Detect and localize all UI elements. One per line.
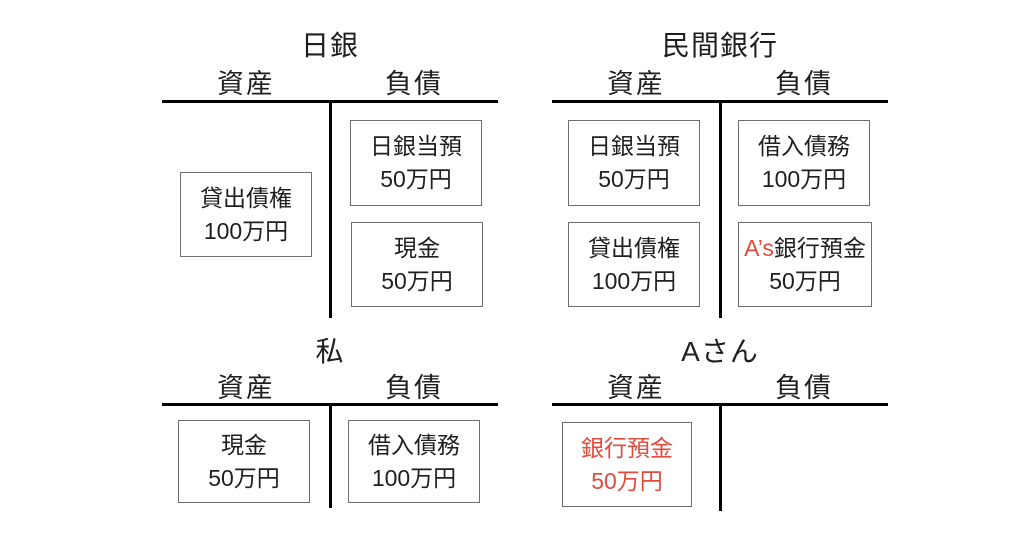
t-account-vertical-line [329,100,332,318]
entry-amount: 50万円 [380,166,452,192]
account-title: Aさん [681,336,759,367]
assets-header: 資産 [607,373,665,403]
entry-box-cash: 現金 50万円 [178,420,310,503]
liabilities-header: 負債 [775,373,833,403]
assets-header: 資産 [607,69,665,99]
entry-amount: 50万円 [208,464,280,491]
entry-amount: 50万円 [598,166,670,192]
entry-box-borrowing-debt: 借入債務 100万円 [348,420,480,503]
entry-name: 日銀当預 [370,133,462,159]
entry-name: 現金 [221,431,267,458]
entry-box-loan-receivable: 貸出債権 100万円 [568,222,700,307]
entry-amount: 50万円 [591,467,663,494]
account-me: 私 資産 負債 現金 50万円 借入債務 100万円 [162,330,498,530]
entry-amount: 100万円 [371,464,457,491]
entry-box-bank-deposit: 銀行預金 50万円 [562,422,692,507]
liabilities-header: 負債 [775,69,833,99]
entry-box-a-bank-deposit: A’s銀行預金 50万円 [738,222,872,307]
account-title: 私 [315,336,345,367]
account-title: 日銀 [300,30,359,61]
entry-box-boj-current-account: 日銀当預 50万円 [568,120,700,206]
entry-box-cash: 現金 50万円 [351,222,483,307]
entry-box-loan-receivable: 貸出債権 100万円 [180,172,312,257]
entry-amount: 50万円 [769,267,841,294]
liabilities-header: 負債 [385,373,443,403]
liabilities-header: 負債 [385,69,443,99]
entry-box-boj-current-account: 日銀当預 50万円 [350,120,482,206]
account-title: 民間銀行 [661,30,778,61]
assets-header: 資産 [217,373,275,403]
account-bank-of-japan: 日銀 資産 負債 貸出債権 100万円 日銀当預 50万円 現金 50万円 [162,22,498,322]
entry-name: 日銀当預 [588,133,680,159]
entry-name: 銀行預金 [581,434,673,461]
entry-amount: 50万円 [381,267,453,294]
entry-name: 貸出債権 [200,184,292,211]
entry-name: 貸出債権 [588,234,680,261]
entry-name: 現金 [394,234,440,261]
entry-box-borrowing-debt: 借入債務 100万円 [738,120,870,206]
t-account-vertical-line [719,100,722,318]
t-account-vertical-line [329,403,332,508]
entry-name: 借入債務 [758,133,850,159]
account-person-a: Aさん 資産 負債 銀行預金 50万円 [552,330,888,530]
t-account-vertical-line [719,403,722,511]
entry-name: 借入債務 [368,431,460,458]
entry-amount: 100万円 [591,267,677,294]
entry-name: A’s銀行預金 [744,234,866,261]
entry-amount: 100万円 [761,166,847,192]
entry-name-prefix: A’s [744,234,774,261]
account-private-bank: 民間銀行 資産 負債 日銀当預 50万円 貸出債権 100万円 借入債務 100… [552,22,888,322]
entry-amount: 100万円 [203,217,289,244]
assets-header: 資産 [217,69,275,99]
